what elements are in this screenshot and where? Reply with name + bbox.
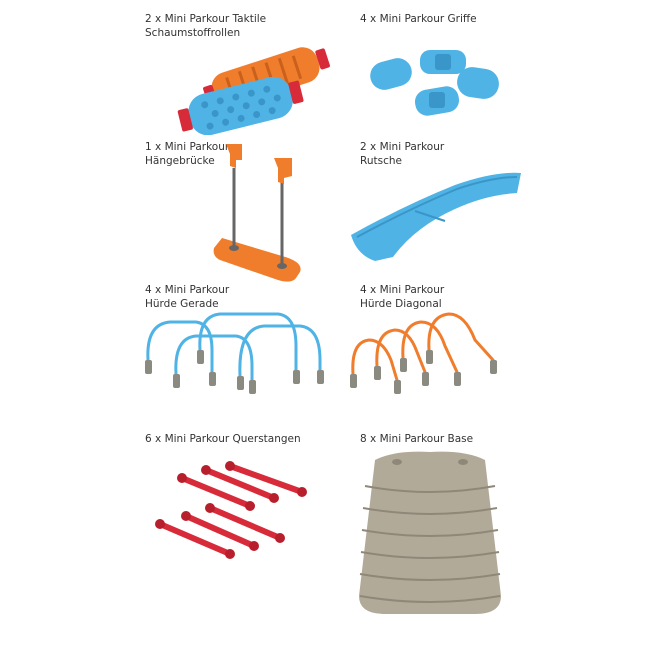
caption-line2: Hürde Diagonal xyxy=(360,298,442,310)
item-caption-crossbars: 6 x Mini Parkour Querstangen xyxy=(145,432,301,446)
caption-line1: 6 x Mini Parkour Querstangen xyxy=(145,433,301,445)
caption-line1: 2 x Mini Parkour Taktile xyxy=(145,13,267,25)
item-caption-base: 8 x Mini Parkour Base xyxy=(360,432,473,446)
caption-line1: 1 x Mini Parkour xyxy=(145,141,230,153)
caption-line1: 4 x Mini Parkour xyxy=(360,284,445,296)
caption-line1: 4 x Mini Parkour Griffe xyxy=(360,13,477,25)
grips-image xyxy=(370,50,499,116)
item-caption-hanging-bridge: 1 x Mini Parkour Hängebrücke xyxy=(145,140,229,168)
hanging-bridge-image xyxy=(213,144,301,282)
base-stack-image xyxy=(359,451,501,614)
caption-line1: 4 x Mini Parkour xyxy=(145,284,230,296)
item-caption-grips: 4 x Mini Parkour Griffe xyxy=(360,12,477,26)
hurdle-straight-image xyxy=(145,312,324,394)
caption-line2: Rutsche xyxy=(360,155,402,167)
slide-image xyxy=(351,172,521,261)
item-caption-foam-rollers: 2 x Mini Parkour Taktile Schaumstoffroll… xyxy=(145,12,266,40)
item-caption-hurdle-diagonal: 4 x Mini Parkour Hürde Diagonal xyxy=(360,283,444,311)
item-caption-slide: 2 x Mini Parkour Rutsche xyxy=(360,140,444,168)
item-caption-hurdle-straight: 4 x Mini Parkour Hürde Gerade xyxy=(145,283,229,311)
caption-line2: Schaumstoffrollen xyxy=(145,27,241,39)
foam-rollers-image xyxy=(177,47,330,135)
caption-line2: Hürde Gerade xyxy=(145,298,219,310)
caption-line1: 2 x Mini Parkour xyxy=(360,141,445,153)
caption-line1: 8 x Mini Parkour Base xyxy=(360,433,474,445)
crossbars-image xyxy=(155,461,307,559)
hurdle-diagonal-image xyxy=(350,312,497,394)
caption-line2: Hängebrücke xyxy=(145,155,215,167)
